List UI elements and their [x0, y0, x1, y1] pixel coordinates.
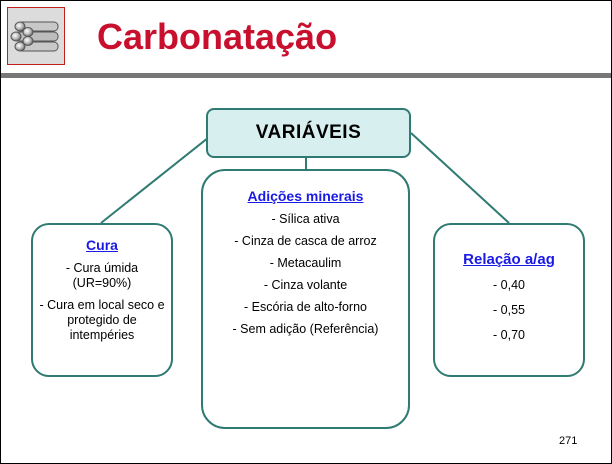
adicoes-title: Adições minerais — [247, 188, 364, 204]
steel-bars-icon — [7, 7, 65, 65]
adicoes-box: Adições minerais - Sílica ativa - Cinza … — [201, 169, 410, 429]
cura-box: Cura - Cura úmida (UR=90%) - Cura em loc… — [31, 223, 173, 377]
slide-title: Carbonatação — [97, 16, 338, 57]
adicoes-item: - Sem adição (Referência) — [232, 322, 379, 336]
cura-title: Cura — [86, 237, 118, 253]
connector-relacao — [410, 132, 510, 224]
adicoes-item: - Escória de alto-forno — [244, 300, 367, 314]
slide-header: Carbonatação — [1, 1, 611, 73]
adicoes-item: - Cinza volante — [263, 278, 348, 292]
relacao-item: - 0,40 — [493, 278, 525, 292]
relacao-title: Relação a/ag — [463, 251, 555, 268]
variaveis-box: VARIÁVEIS — [206, 108, 411, 158]
variaveis-label: VARIÁVEIS — [255, 122, 362, 143]
cura-item: - Cura úmida (UR=90%) — [65, 261, 139, 290]
cura-item: - Cura em local seco e protegido de inte… — [39, 298, 165, 342]
relacao-item: - 0,70 — [493, 328, 525, 342]
relacao-box: Relação a/ag - 0,40 - 0,55 - 0,70 — [433, 223, 585, 377]
relacao-item: - 0,55 — [493, 303, 525, 317]
title-divider — [1, 73, 611, 78]
page-number: 271 — [559, 435, 578, 447]
adicoes-item: - Sílica ativa — [271, 212, 340, 226]
adicoes-item: - Cinza de casca de arroz — [234, 234, 377, 248]
connector-cura — [100, 125, 224, 224]
adicoes-item: - Metacaulim — [269, 256, 342, 270]
